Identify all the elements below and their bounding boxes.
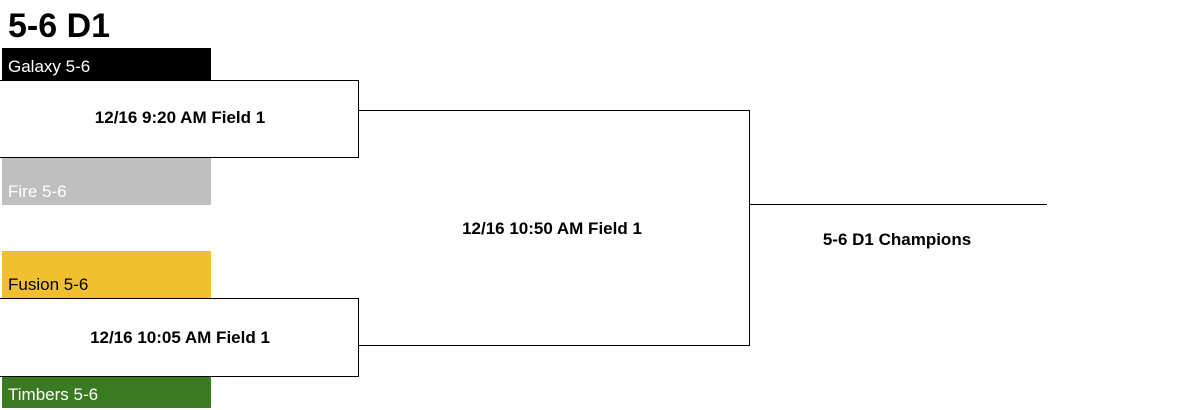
team-fire: Fire 5-6 bbox=[2, 158, 211, 205]
semi2-top-line bbox=[0, 298, 359, 299]
semi2-bottom-line bbox=[0, 376, 359, 377]
final-match-label: 12/16 10:50 AM Field 1 bbox=[462, 219, 642, 238]
semi1-match-label: 12/16 9:20 AM Field 1 bbox=[94, 108, 266, 127]
final-bottom-line bbox=[359, 345, 750, 346]
semi1-right-line bbox=[358, 80, 359, 158]
champion-line bbox=[750, 204, 1047, 205]
semi2-match-label: 12/16 10:05 AM Field 1 bbox=[90, 328, 270, 347]
semi2-right-line bbox=[358, 298, 359, 377]
team-fusion: Fusion 5-6 bbox=[2, 251, 211, 298]
final-top-line bbox=[359, 110, 750, 111]
final-right-line bbox=[749, 110, 750, 346]
champion-label: 5-6 D1 Champions bbox=[822, 230, 972, 249]
semi1-bottom-line bbox=[0, 157, 359, 158]
team-galaxy: Galaxy 5-6 bbox=[2, 48, 211, 80]
semi1-top-line bbox=[0, 80, 359, 81]
team-timbers: Timbers 5-6 bbox=[2, 377, 211, 408]
bracket-title: 5-6 D1 bbox=[8, 7, 111, 45]
